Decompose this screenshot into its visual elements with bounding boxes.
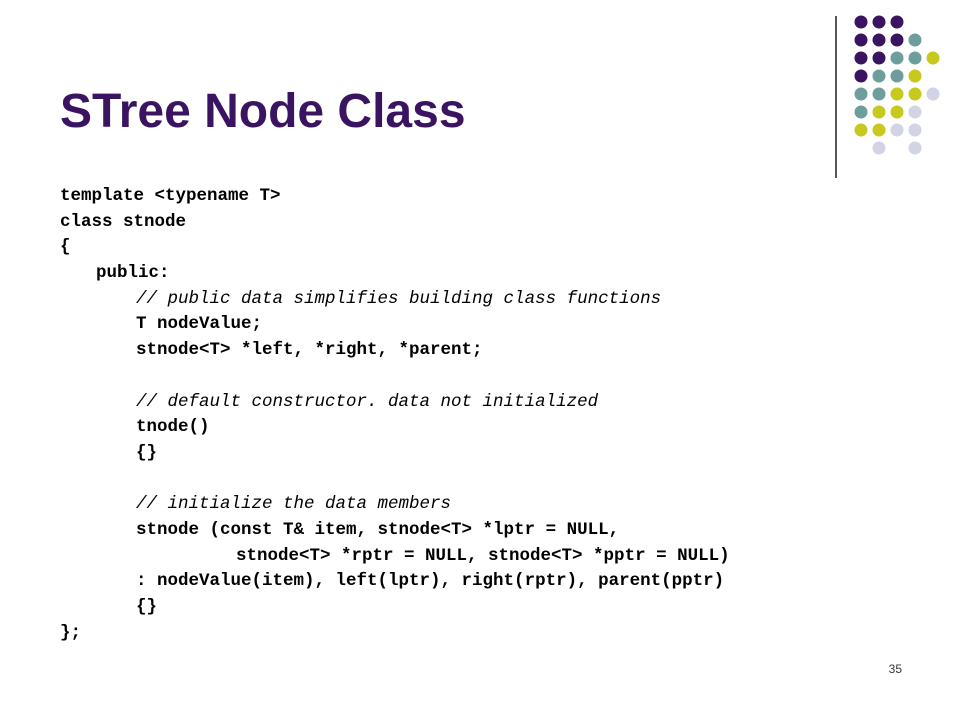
decorative-dot [908, 33, 922, 47]
decorative-dot [890, 33, 904, 47]
decorative-dot [890, 123, 904, 137]
decorative-dot-grid [854, 15, 940, 155]
decorative-dot [872, 51, 886, 65]
code-line [60, 467, 730, 493]
code-line: }; [60, 622, 82, 643]
decorative-dot [890, 105, 904, 119]
code-line: class stnode [60, 211, 187, 232]
page-number: 35 [888, 662, 902, 676]
decorative-dot [890, 51, 904, 65]
decorative-dot [908, 51, 922, 65]
decorative-dot [854, 87, 868, 101]
code-line: stnode<T> *left, *right, *parent; [136, 340, 483, 361]
decorative-dot [890, 15, 904, 29]
decorative-dot [908, 69, 922, 83]
decorative-dot [872, 69, 886, 83]
decorative-dot [872, 123, 886, 137]
decorative-dot [854, 69, 868, 83]
decorative-dot [890, 87, 904, 101]
code-block: template <typename T> class stnode { public… [60, 184, 730, 646]
decorative-dot [872, 15, 886, 29]
code-comment-line: // initialize the data members [136, 494, 452, 515]
decorative-dot [908, 123, 922, 137]
decorative-dot [872, 87, 886, 101]
code-comment-line: // default constructor. data not initial… [136, 391, 599, 412]
code-line: {} [136, 597, 158, 617]
code-line: public: [96, 263, 170, 284]
decorative-dot [908, 105, 922, 119]
code-line: T nodeValue; [136, 314, 263, 335]
decorative-dot [854, 105, 868, 119]
code-line: tnode() [136, 417, 210, 438]
code-line: : nodeValue(item), left(lptr), right(rpt… [136, 571, 725, 592]
code-comment-line: // public data simplifies building class… [136, 288, 662, 309]
code-line: template <typename T> [60, 186, 281, 206]
decorative-dot [854, 123, 868, 137]
code-line: {} [136, 442, 158, 463]
decorative-dot [872, 33, 886, 47]
decorative-dot [908, 141, 922, 155]
title-divider-line [835, 16, 837, 178]
decorative-dot [872, 141, 886, 155]
decorative-dot [872, 105, 886, 119]
code-line: stnode (const T& item, stnode<T> *lptr =… [136, 519, 620, 540]
slide-title: STree Node Class [60, 85, 466, 138]
code-line: { [60, 237, 71, 258]
decorative-dot [908, 87, 922, 101]
decorative-dot [854, 15, 868, 29]
decorative-dot [926, 51, 940, 65]
code-line: stnode<T> *rptr = NULL, stnode<T> *pptr … [236, 545, 730, 566]
decorative-dot [890, 69, 904, 83]
code-line [60, 364, 730, 390]
decorative-dot [854, 51, 868, 65]
decorative-dot [926, 87, 940, 101]
decorative-dot [854, 33, 868, 47]
